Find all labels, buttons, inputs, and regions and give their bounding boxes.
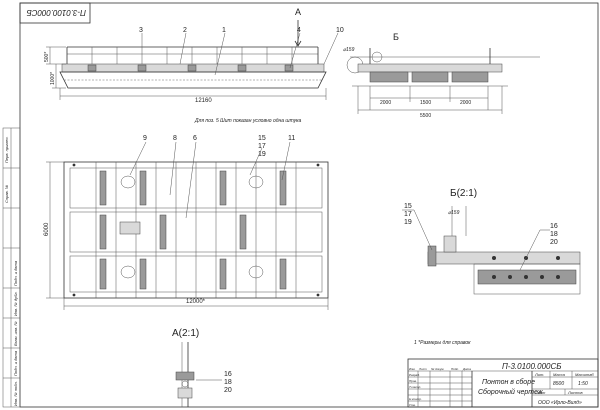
callout-label: 11 bbox=[288, 135, 295, 142]
callout-label: 2 bbox=[183, 27, 187, 34]
callout-label: 9 bbox=[143, 135, 147, 142]
plan-dimension-lines bbox=[46, 161, 329, 310]
title-block-row-label: Изм. bbox=[409, 367, 416, 371]
side-railing bbox=[66, 46, 319, 64]
left-margin-dividers bbox=[3, 128, 20, 407]
title-block-row-label: № докум. bbox=[431, 367, 444, 371]
rotated-stamp-code: П-3.0100.000СБ bbox=[27, 8, 86, 17]
dim-text: 5500 bbox=[420, 113, 431, 119]
title-block-scale: 1:50 bbox=[578, 381, 588, 387]
title-block: П-3.0100.000СБ Понтон в сборе Сборочный … bbox=[407, 358, 599, 408]
callout-label: 16 bbox=[550, 223, 558, 230]
sheet-frame bbox=[19, 2, 599, 408]
dim-text: ⌀159 bbox=[448, 210, 460, 216]
title-block-sheets: Листов bbox=[567, 390, 583, 395]
title-block-header: Лит. bbox=[534, 372, 544, 377]
title-block-row-label: Подп. bbox=[451, 367, 459, 371]
dim-text: 2000 bbox=[380, 100, 391, 106]
callout-label: 20 bbox=[550, 239, 558, 246]
rotated-stamp-box bbox=[19, 2, 91, 24]
plan-bolts bbox=[72, 163, 320, 297]
end-view: Б ⌀159 2000 1500 2000 5500 bbox=[343, 32, 540, 119]
callout-label: 10 bbox=[336, 27, 344, 34]
view-marker-b: Б bbox=[393, 32, 399, 42]
title-block-row-label: Т.контр. bbox=[409, 385, 421, 389]
dim-text: 12000* bbox=[186, 299, 206, 305]
title-block-name: Понтон в сборе bbox=[482, 378, 535, 386]
callout-label: 19 bbox=[258, 151, 266, 158]
dim-text: 2000 bbox=[460, 100, 471, 106]
detail-a-clamp bbox=[175, 371, 195, 381]
end-deck bbox=[357, 63, 503, 73]
side-dimension-lines bbox=[46, 46, 327, 100]
title-block-header: Масштаб bbox=[575, 372, 594, 377]
drawing-note: 1 *Размеры для справок bbox=[414, 340, 471, 346]
title-block-row-label: Лист bbox=[418, 367, 427, 371]
margin-label: Перв. примен. bbox=[4, 136, 9, 163]
title-block-row-label: Н.контр. bbox=[409, 397, 422, 401]
title-block-org: ООО «Ирло-Вилд» bbox=[538, 400, 582, 406]
margin-label: Справ. № bbox=[4, 184, 9, 203]
callout-label: 19 bbox=[404, 219, 412, 226]
callout-label: 4 bbox=[297, 27, 301, 34]
plan-callout-leaders bbox=[129, 141, 291, 219]
dim-text: 1500 bbox=[420, 100, 431, 106]
end-floats bbox=[369, 71, 489, 83]
margin-labels: Перв. примен. Справ. № Подп. и дата Инв.… bbox=[4, 136, 18, 406]
margin-label: Инв. № дубл. bbox=[13, 291, 18, 316]
margin-label: Взам. инв. № bbox=[13, 321, 18, 346]
title-block-row-label: Разраб. bbox=[409, 373, 420, 377]
title-block-row-label: Дата bbox=[462, 367, 471, 371]
plan-view: 9 8 6 15 17 19 11 6000 12000* bbox=[44, 135, 329, 310]
end-dimension-lines bbox=[357, 86, 503, 114]
detail-b: Б(2:1) ⌀159 15 17 19 16 18 20 bbox=[402, 188, 581, 295]
title-block-header: Масса bbox=[553, 372, 566, 377]
callout-label: 18 bbox=[550, 231, 558, 238]
detail-title: Б(2:1) bbox=[450, 188, 477, 199]
dim-text: 1000* bbox=[50, 72, 56, 85]
detail-a: А(2:1) 16 18 20 bbox=[172, 328, 232, 407]
plan-hatch-panel bbox=[119, 221, 141, 235]
view-marker-a: А bbox=[295, 7, 301, 17]
callout-label: 16 bbox=[224, 371, 232, 378]
side-deck-blocks bbox=[87, 64, 294, 72]
callout-label: 1 bbox=[222, 27, 226, 34]
side-view: 3 2 1 А 4 10 500* 1000* 12160 Для поз. 5… bbox=[44, 7, 344, 124]
margin-label: Подп. и дата bbox=[13, 260, 18, 286]
plan-gray-frames bbox=[99, 170, 287, 290]
dim-text: 12160 bbox=[195, 98, 212, 104]
title-block-mass: 8500 bbox=[553, 381, 564, 387]
dim-text: ⌀159 bbox=[343, 47, 355, 53]
callout-label: 15 bbox=[258, 135, 266, 142]
callout-label: 15 bbox=[404, 203, 412, 210]
callout-label: 17 bbox=[258, 143, 266, 150]
plan-hatches bbox=[120, 175, 264, 279]
plan-frames bbox=[95, 162, 297, 298]
view-note: Для поз. 5 Шит показан условно одна штук… bbox=[194, 118, 302, 124]
title-block-row-label: Пров. bbox=[409, 379, 417, 383]
detail-title: А(2:1) bbox=[172, 328, 199, 339]
margin-label: Инв. № подл. bbox=[13, 381, 18, 406]
callout-label: 6 bbox=[193, 135, 197, 142]
title-block-row-label: Утв. bbox=[409, 403, 416, 407]
detail-b-leaders bbox=[402, 209, 550, 271]
callout-label: 3 bbox=[139, 27, 143, 34]
title-block-name-sub: Сборочный чертеж bbox=[478, 388, 544, 396]
callout-label: 8 bbox=[173, 135, 177, 142]
callout-label: 20 bbox=[224, 387, 232, 394]
detail-b-float bbox=[473, 263, 581, 295]
callout-label: 17 bbox=[404, 211, 412, 218]
left-margin-strip bbox=[2, 127, 21, 408]
dim-text: 6000 bbox=[44, 222, 50, 236]
title-block-code: П-3.0100.000СБ bbox=[502, 362, 561, 371]
title-block-sheet: Лист bbox=[534, 390, 546, 395]
dim-text: 500* bbox=[44, 52, 50, 62]
callout-label: 18 bbox=[224, 379, 232, 386]
margin-label: Подп. и дата bbox=[13, 350, 18, 376]
detail-b-post bbox=[443, 235, 457, 253]
side-hull bbox=[59, 71, 327, 89]
